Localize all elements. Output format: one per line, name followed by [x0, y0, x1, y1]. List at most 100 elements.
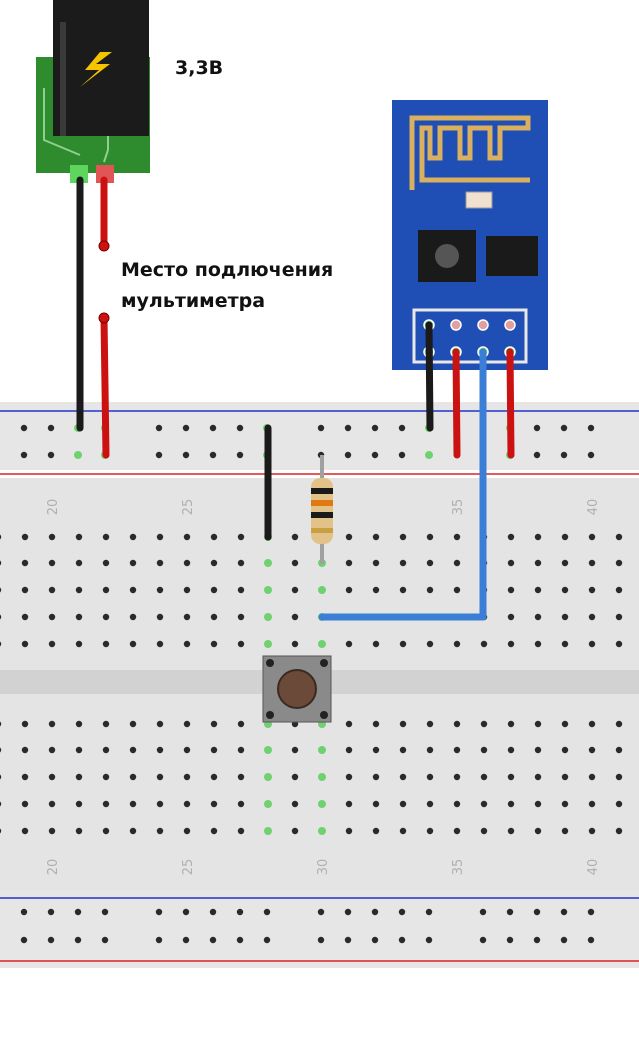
breadboard-holes	[0, 424, 623, 944]
breadboard-hole	[182, 908, 190, 916]
breadboard-hole	[129, 773, 137, 781]
breadboard-hole	[102, 533, 110, 541]
breadboard-hole	[74, 908, 82, 916]
breadboard-hole	[21, 800, 29, 808]
breadboard-hole	[534, 720, 542, 728]
wire-end-dot	[98, 240, 110, 252]
wires	[76, 176, 515, 621]
resistor-band	[311, 500, 333, 506]
breadboard-hole	[264, 800, 272, 808]
breadboard-hole	[183, 640, 191, 648]
breadboard-hole	[453, 800, 461, 808]
breadboard-hole	[587, 451, 595, 459]
breadboard-hole	[615, 800, 623, 808]
breadboard-hole	[345, 559, 353, 567]
breadboard-hole	[318, 746, 326, 754]
breadboard-hole	[210, 773, 218, 781]
breadboard-hole	[48, 586, 56, 594]
pcb-trace	[43, 88, 81, 156]
breadboard-hole	[264, 559, 272, 567]
breadboard-hole	[399, 746, 407, 754]
breadboard-hole	[344, 424, 352, 432]
resistor-band	[311, 488, 333, 494]
breadboard-hole	[21, 746, 29, 754]
power-jack-highlight	[60, 22, 66, 136]
breadboard-hole	[75, 720, 83, 728]
breadboard-hole	[426, 720, 434, 728]
breadboard-hole	[318, 586, 326, 594]
esp-pin	[504, 319, 516, 331]
breadboard-hole	[507, 720, 515, 728]
wire-black-esp-gnd	[425, 321, 434, 432]
breadboard-hole	[425, 451, 433, 459]
breadboard-hole	[102, 746, 110, 754]
breadboard-hole	[0, 721, 2, 727]
breadboard-hole	[534, 640, 542, 648]
breadboard-hole	[47, 451, 55, 459]
breadboard-hole	[561, 533, 569, 541]
column-number: 30	[316, 859, 331, 876]
breadboard-hole	[74, 936, 82, 944]
breadboard-hole	[479, 908, 487, 916]
top-power-rail-strip	[0, 402, 639, 470]
breadboard-hole	[102, 613, 110, 621]
breadboard-hole	[344, 908, 352, 916]
breadboard-hole	[561, 586, 569, 594]
column-number: 25	[181, 859, 196, 876]
breadboard-hole	[399, 773, 407, 781]
breadboard-hole	[237, 559, 245, 567]
breadboard-hole	[291, 773, 299, 781]
breadboard-hole	[588, 773, 596, 781]
breadboard-hole	[129, 559, 137, 567]
breadboard-hole	[399, 640, 407, 648]
breadboard-hole	[21, 586, 29, 594]
breadboard-hole	[74, 451, 82, 459]
breadboard-hole	[425, 936, 433, 944]
breadboard-hole	[21, 827, 29, 835]
breadboard-hole	[588, 640, 596, 648]
breadboard-hole	[371, 424, 379, 432]
breadboard-hole	[48, 827, 56, 835]
breadboard-hole	[48, 559, 56, 567]
breadboard-hole	[587, 908, 595, 916]
breadboard-hole	[291, 586, 299, 594]
breadboard-hole	[317, 424, 325, 432]
breadboard-hole	[318, 827, 326, 835]
breadboard-hole	[398, 908, 406, 916]
breadboard-hole	[506, 936, 514, 944]
breadboard-hole	[236, 424, 244, 432]
breadboard-hole	[21, 720, 29, 728]
breadboard-hole	[480, 640, 488, 648]
wire-red-esp-vcc1	[452, 348, 461, 459]
breadboard-hole	[507, 800, 515, 808]
breadboard-hole	[345, 800, 353, 808]
multimeter-label-line2: мультиметра	[121, 290, 266, 312]
breadboard-hole	[560, 936, 568, 944]
breadboard-hole	[263, 908, 271, 916]
breadboard-hole	[534, 746, 542, 754]
breadboard-hole	[615, 746, 623, 754]
breadboard-hole	[615, 559, 623, 567]
breadboard-hole	[561, 559, 569, 567]
breadboard-hole	[264, 586, 272, 594]
breadboard-hole	[236, 908, 244, 916]
column-number: 35	[451, 859, 466, 876]
resistor-body	[311, 478, 333, 544]
breadboard-hole	[156, 746, 164, 754]
breadboard-hole	[587, 936, 595, 944]
resistor-band	[311, 528, 333, 533]
breadboard-hole	[129, 800, 137, 808]
breadboard-hole	[345, 533, 353, 541]
breadboard-hole	[372, 800, 380, 808]
breadboard-hole	[426, 640, 434, 648]
breadboard-hole	[588, 800, 596, 808]
breadboard-hole	[588, 586, 596, 594]
breadboard-hole	[182, 424, 190, 432]
breadboard-hole	[210, 613, 218, 621]
breadboard-hole	[345, 640, 353, 648]
breadboard-hole	[561, 613, 569, 621]
breadboard-hole	[183, 827, 191, 835]
breadboard-hole	[102, 827, 110, 835]
